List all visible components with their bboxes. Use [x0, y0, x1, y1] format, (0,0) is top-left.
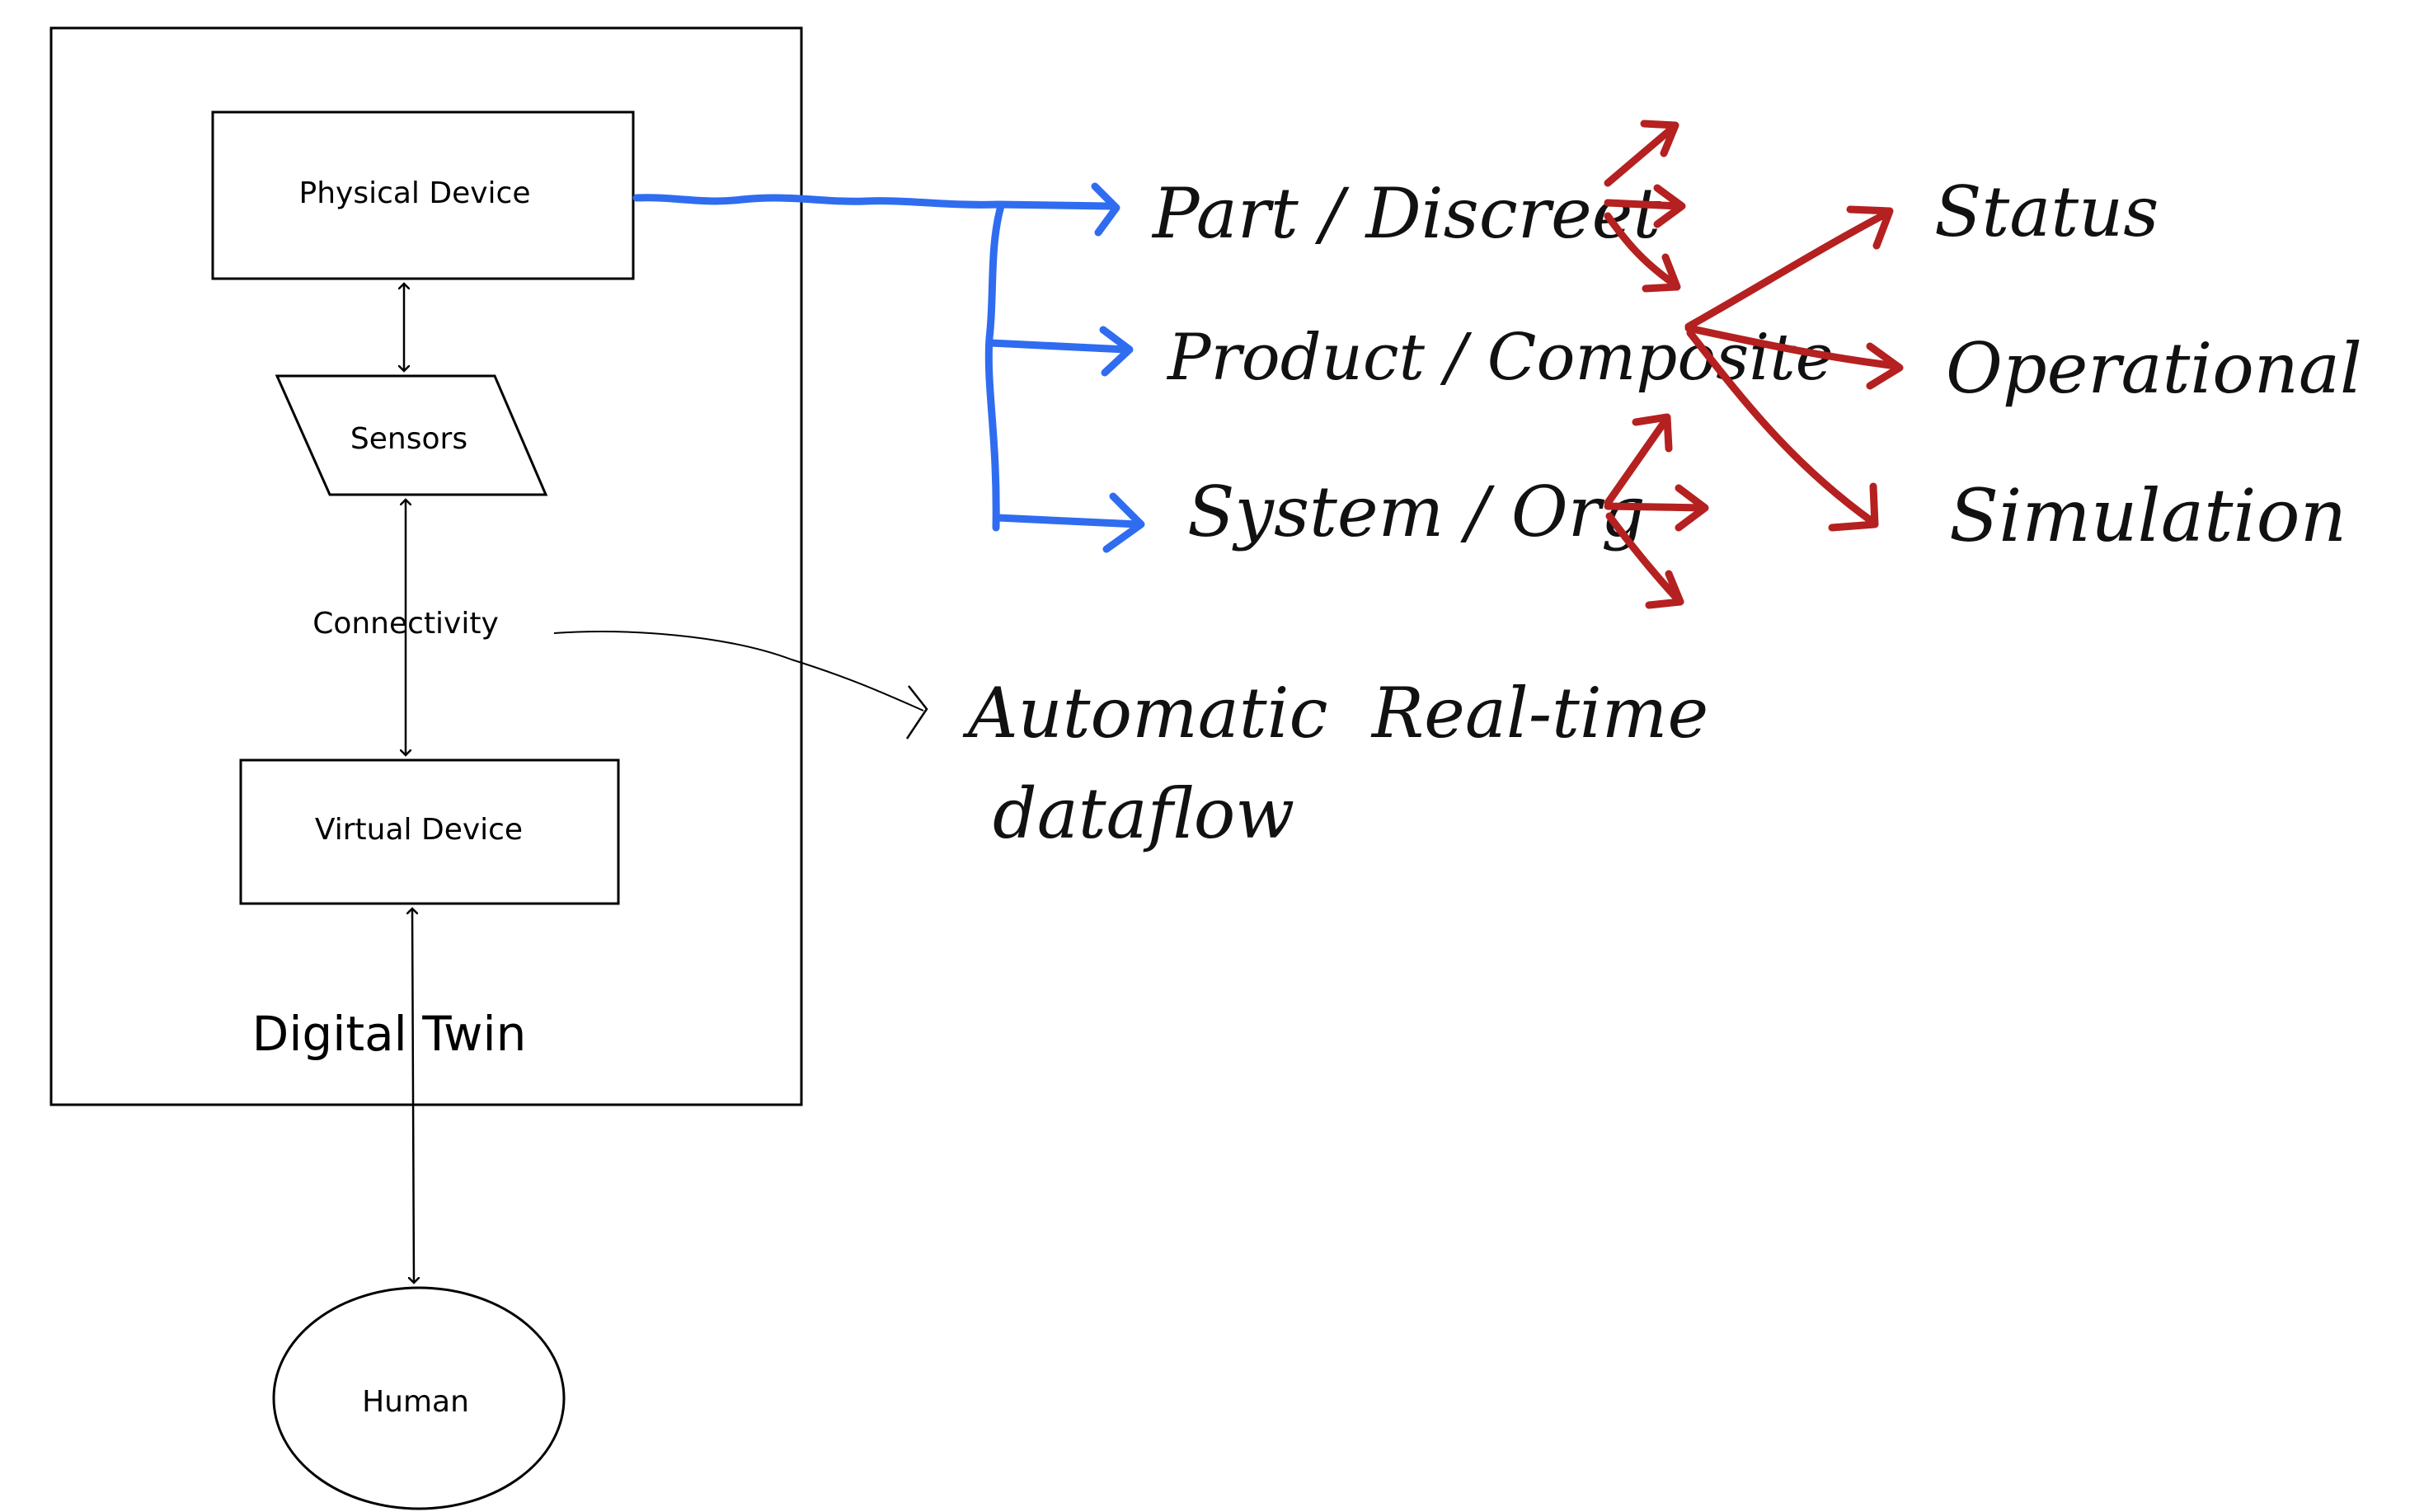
arrow-virtual-human — [412, 909, 414, 1283]
blue-arrowhead-system — [1102, 492, 1145, 553]
physical-device-node: Physical Device — [211, 110, 635, 280]
red-arrows-system — [1604, 413, 1709, 609]
human-node: Human — [272, 1286, 566, 1510]
connectivity-note-line2: dataflow — [993, 773, 1294, 854]
system-org-label: System / Org — [1187, 472, 1646, 552]
virtual-device-node: Virtual Device — [239, 758, 620, 905]
status-label: Status — [1934, 171, 2159, 252]
connectivity-note-line1: Automatic Real-time — [962, 673, 1708, 754]
blue-branch-connector — [632, 182, 1145, 553]
blue-arrowhead-part — [1091, 182, 1120, 237]
digital-twin-container — [49, 26, 803, 1106]
connectivity-pointer-line — [553, 631, 924, 711]
virtual-device-label: Virtual Device — [315, 813, 523, 847]
physical-device-label: Physical Device — [298, 176, 530, 210]
sensors-label: Sensors — [350, 422, 467, 456]
sensors-node: Sensors — [275, 374, 548, 496]
connectivity-pointer-arrowhead — [905, 685, 928, 740]
operational-label: Operational — [1946, 328, 2362, 409]
red-arrows-part — [1604, 120, 1686, 293]
simulation-label: Simulation — [1949, 473, 2346, 558]
blue-arrowhead-product — [1099, 326, 1134, 377]
red-arrows-product — [1684, 205, 1904, 532]
digital-twin-title: Digital Twin — [252, 1006, 527, 1062]
part-discrete-label: Part / Discreet — [1151, 173, 1661, 254]
human-label: Human — [362, 1385, 469, 1419]
